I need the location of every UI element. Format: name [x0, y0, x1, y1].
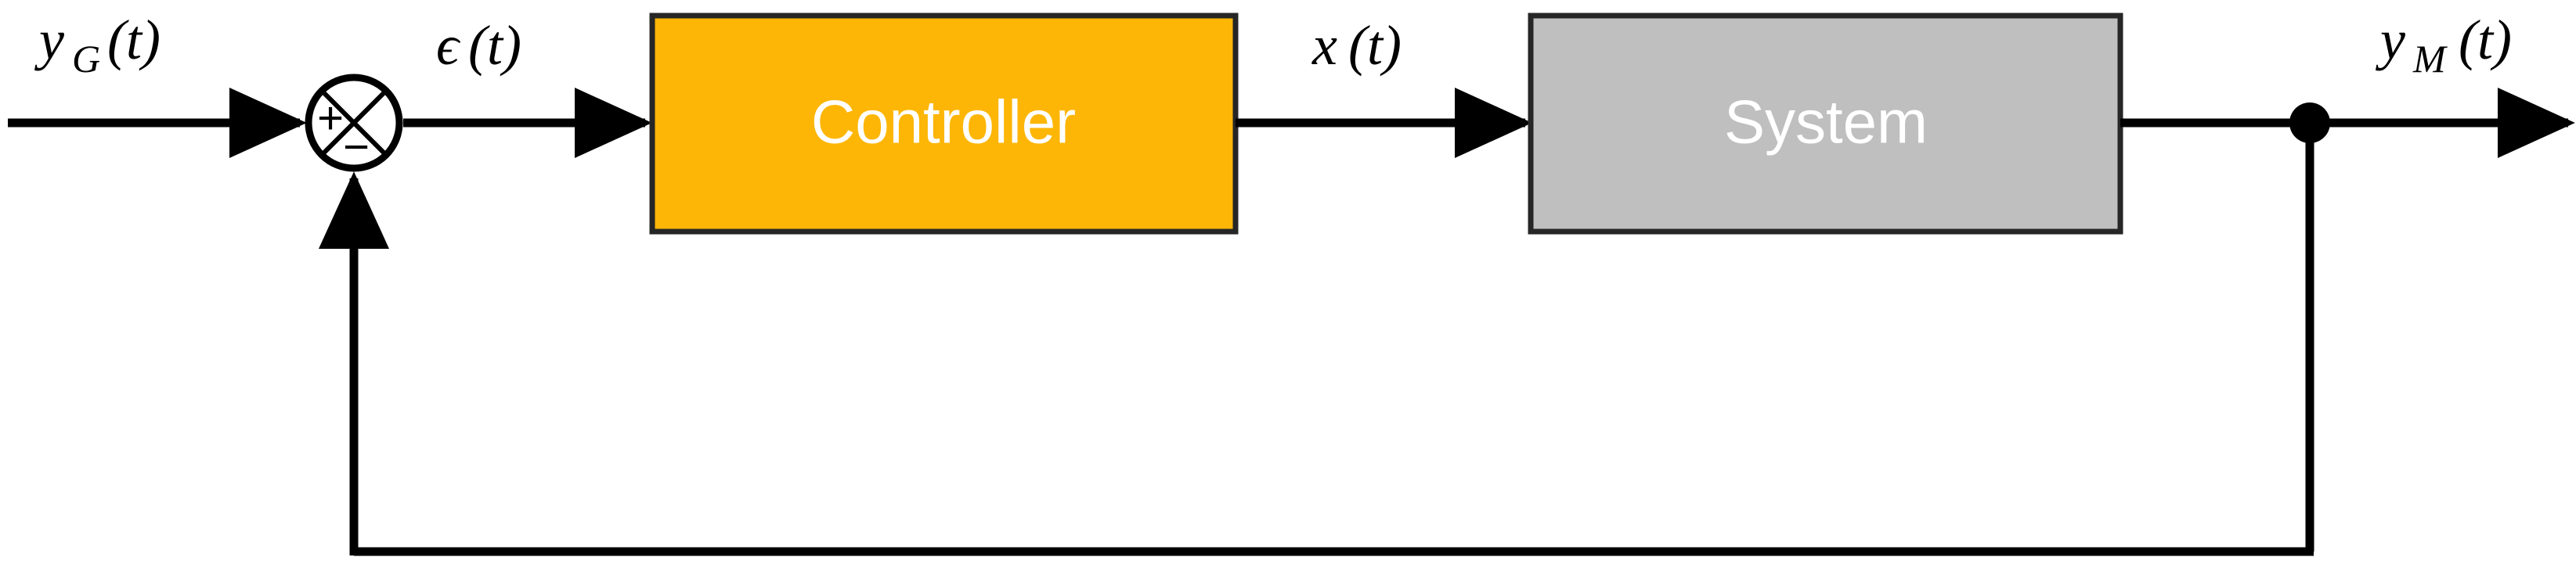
control-signal-label: x (t)	[1311, 14, 1402, 77]
summing-junction-minus-sign: −	[343, 121, 370, 172]
measured-signal-argument: (t)	[2459, 9, 2512, 71]
controller-block-rect[interactable]	[649, 13, 1239, 235]
measured-signal-subscript: M	[2412, 37, 2448, 81]
measured-signal-label: y M (t)	[2375, 9, 2512, 81]
summing-junction: + −	[305, 74, 403, 172]
summing-junction-plus-sign: +	[317, 92, 344, 143]
measured-signal-base: y	[2375, 9, 2405, 71]
controller-block-label: Controller	[811, 88, 1076, 156]
system-block-label: System	[1724, 88, 1928, 156]
control-signal-base: x	[1311, 14, 1337, 77]
control-signal-argument: (t)	[1348, 14, 1402, 77]
error-signal-argument: (t)	[468, 14, 521, 77]
reference-signal-base: y	[34, 9, 64, 71]
reference-signal-label: y G (t)	[34, 9, 161, 81]
summing-junction-cross-b	[319, 88, 388, 157]
reference-signal-argument: (t)	[107, 9, 161, 71]
system-block[interactable]: System	[1528, 13, 2123, 235]
system-block-rect[interactable]	[1528, 13, 2123, 235]
reference-signal-subscript: G	[72, 37, 100, 81]
error-signal-label: ϵ (t)	[436, 14, 521, 77]
controller-block[interactable]: Controller	[649, 13, 1239, 235]
feedback-path	[318, 123, 2314, 556]
error-signal-base: ϵ	[436, 14, 461, 77]
